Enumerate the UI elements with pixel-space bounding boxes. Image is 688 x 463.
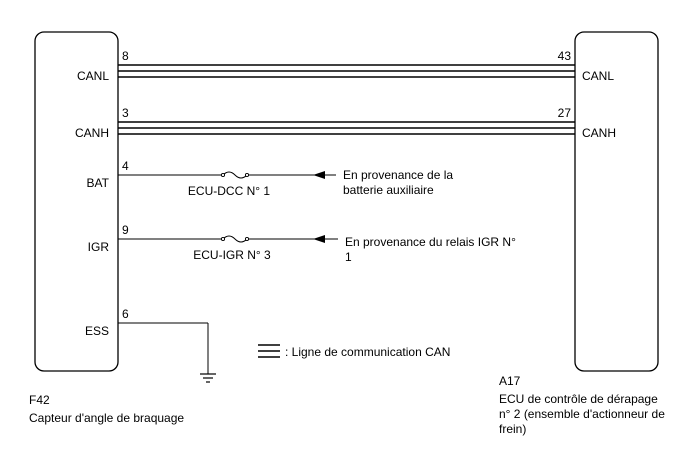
arrow-icon <box>313 235 325 243</box>
left-pin-number: 4 <box>122 159 129 173</box>
left-component-code: F42 <box>29 393 50 407</box>
ess-wire <box>118 322 209 374</box>
left-component-name: Capteur d'angle de braquage <box>29 411 184 425</box>
arrow-icon <box>313 171 325 179</box>
source-label-line: 1 <box>345 250 352 264</box>
ground-icon <box>200 373 216 383</box>
canl-bus-line <box>118 64 575 78</box>
igr-wire <box>118 235 322 243</box>
right-pin-label: CANH <box>582 126 616 140</box>
right-pin-number: 27 <box>558 106 572 120</box>
left-pin-label: BAT <box>87 176 110 190</box>
canh-bus-line <box>118 121 575 135</box>
left-pin-number: 6 <box>122 307 129 321</box>
fuse-terminal <box>244 172 250 178</box>
right-component-name-line: ECU de contrôle de dérapage <box>499 392 658 406</box>
right-component-name-line: n° 2 (ensemble d'actionneur de <box>499 407 665 421</box>
left-pin-label: CANL <box>77 69 109 83</box>
fuse-terminal <box>220 236 226 242</box>
source-label-line: En provenance de la <box>343 168 453 182</box>
fuse-terminal <box>220 172 226 178</box>
left-pin-number: 9 <box>122 223 129 237</box>
can-legend-icon <box>258 344 280 358</box>
left-pin-label: ESS <box>85 324 109 338</box>
fuse-label: ECU-DCC N° 1 <box>188 184 270 198</box>
right-component-name-line: frein) <box>499 422 526 436</box>
left-component-box <box>34 31 119 372</box>
right-pin-label: CANL <box>582 69 614 83</box>
bat-wire <box>118 171 322 179</box>
left-pin-number: 3 <box>122 106 129 120</box>
source-label-line: batterie auxiliaire <box>343 183 434 197</box>
right-pin-number: 43 <box>558 49 572 63</box>
source-label-line: En provenance du relais IGR N° <box>345 235 516 249</box>
fuse-label: ECU-IGR N° 3 <box>193 248 271 262</box>
right-component-box <box>574 31 659 372</box>
left-pin-label: IGR <box>88 240 110 254</box>
right-component-code: A17 <box>499 374 521 388</box>
left-pin-label: CANH <box>75 126 109 140</box>
left-pin-number: 8 <box>122 49 129 63</box>
legend-label: : Ligne de communication CAN <box>285 345 450 359</box>
fuse-terminal <box>244 236 250 242</box>
